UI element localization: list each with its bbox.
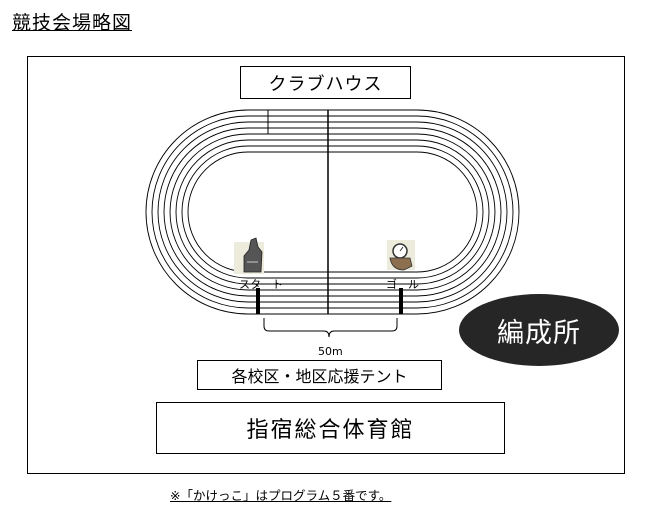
track-lane	[151, 115, 514, 309]
tent-box: 各校区・地区応援テント	[197, 360, 442, 390]
goal-label: ゴール	[386, 277, 419, 291]
clubhouse-label: クラブハウス	[268, 73, 383, 95]
stopwatch-hand-icon	[387, 240, 415, 271]
office-label: 編成所	[497, 317, 581, 349]
running-track-lanes	[145, 109, 520, 315]
starter-pistol-hand-icon	[234, 237, 264, 274]
gymnasium-box: 指宿総合体育館	[156, 402, 505, 454]
start-line-marker	[256, 288, 260, 314]
page-title: 競技会場略図	[12, 12, 133, 34]
track-lane	[157, 121, 508, 303]
clubhouse-box: クラブハウス	[240, 66, 411, 99]
gymnasium-label: 指宿総合体育館	[246, 418, 415, 443]
track-lane	[175, 139, 490, 285]
office-ellipse: 編成所	[459, 294, 619, 366]
map-frame	[27, 56, 625, 474]
track-lane	[169, 133, 496, 291]
track-lane	[163, 127, 502, 297]
start-label: スタート	[239, 278, 283, 291]
distance-label: 50m	[318, 345, 343, 358]
track-lane	[181, 145, 484, 279]
goal-line-marker	[399, 288, 403, 314]
distance-brace	[263, 318, 398, 338]
track-lane	[145, 109, 520, 315]
tent-label: 各校区・地区応援テント	[231, 367, 408, 386]
track-lane	[187, 151, 478, 273]
footnote: ※「かけっこ」はプログラム５番です。	[170, 488, 392, 503]
